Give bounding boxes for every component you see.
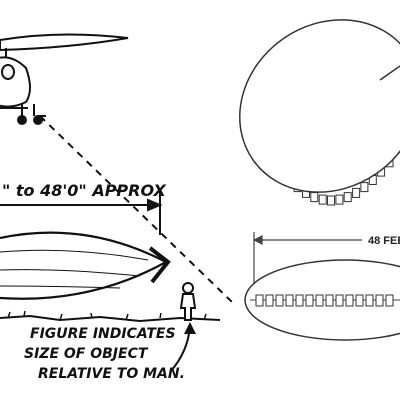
helicopter-window xyxy=(1,64,15,80)
width-label: 48 FEET xyxy=(368,235,400,247)
right-diagram-panel: 48 FEET xyxy=(239,19,400,341)
rotor-blade xyxy=(0,33,129,52)
left-sketch-panel: " to 48'0" APPROX FIGURE INDICATES SIZE … xyxy=(0,33,233,382)
bottom-disc-window xyxy=(325,294,334,307)
top-disc-window xyxy=(327,195,335,206)
helicopter-cabin xyxy=(0,56,31,108)
bottom-disc-window xyxy=(275,294,284,307)
dimension-marker xyxy=(0,188,163,235)
caption-line-3: RELATIVE TO MAN. xyxy=(38,366,185,382)
bottom-disc-side xyxy=(244,259,400,341)
width-arrowhead xyxy=(252,235,263,245)
caption-line-1: FIGURE INDICATES xyxy=(30,326,176,342)
man-figure xyxy=(179,282,197,321)
sight-line xyxy=(39,115,233,303)
dimension-label: " to 48'0" APPROX xyxy=(2,181,167,200)
bottom-disc-window xyxy=(285,294,294,307)
top-disc-outline xyxy=(239,19,400,193)
top-disc-window xyxy=(335,194,344,205)
man-body xyxy=(179,293,197,321)
bottom-disc-window xyxy=(375,294,384,307)
wheel-left xyxy=(17,115,27,125)
bottom-disc-window xyxy=(265,294,274,307)
bottom-disc-window xyxy=(365,294,374,307)
bottom-disc-window xyxy=(355,294,364,307)
bottom-disc-window xyxy=(335,294,344,307)
dimension-arrowhead xyxy=(147,198,163,212)
top-disc-window xyxy=(360,182,369,193)
helicopter-drawing xyxy=(0,33,129,125)
bottom-disc-window xyxy=(385,294,394,307)
bottom-disc-window xyxy=(295,294,304,307)
top-disc-window xyxy=(343,192,352,203)
disc-shading xyxy=(0,249,149,289)
top-disc-oblique xyxy=(239,19,400,206)
grass-tufts xyxy=(7,310,207,321)
caption-arrowhead xyxy=(184,322,196,334)
top-disc-window xyxy=(318,194,327,205)
bottom-disc-window xyxy=(255,294,264,307)
sketched-disc xyxy=(0,231,171,300)
disc-outline xyxy=(0,231,169,300)
caption-line-2: SIZE OF OBJECT xyxy=(24,346,149,362)
bottom-disc-window xyxy=(305,294,314,307)
ground-line xyxy=(0,314,221,323)
bottom-disc-window-row xyxy=(255,294,394,307)
bottom-disc-window xyxy=(345,294,354,307)
top-disc-window xyxy=(352,187,361,198)
top-disc-window xyxy=(310,192,319,203)
top-disc-pointer xyxy=(379,65,400,81)
man-head xyxy=(182,282,194,294)
bottom-disc-window xyxy=(315,294,324,307)
disc-rim-dark xyxy=(148,246,171,284)
